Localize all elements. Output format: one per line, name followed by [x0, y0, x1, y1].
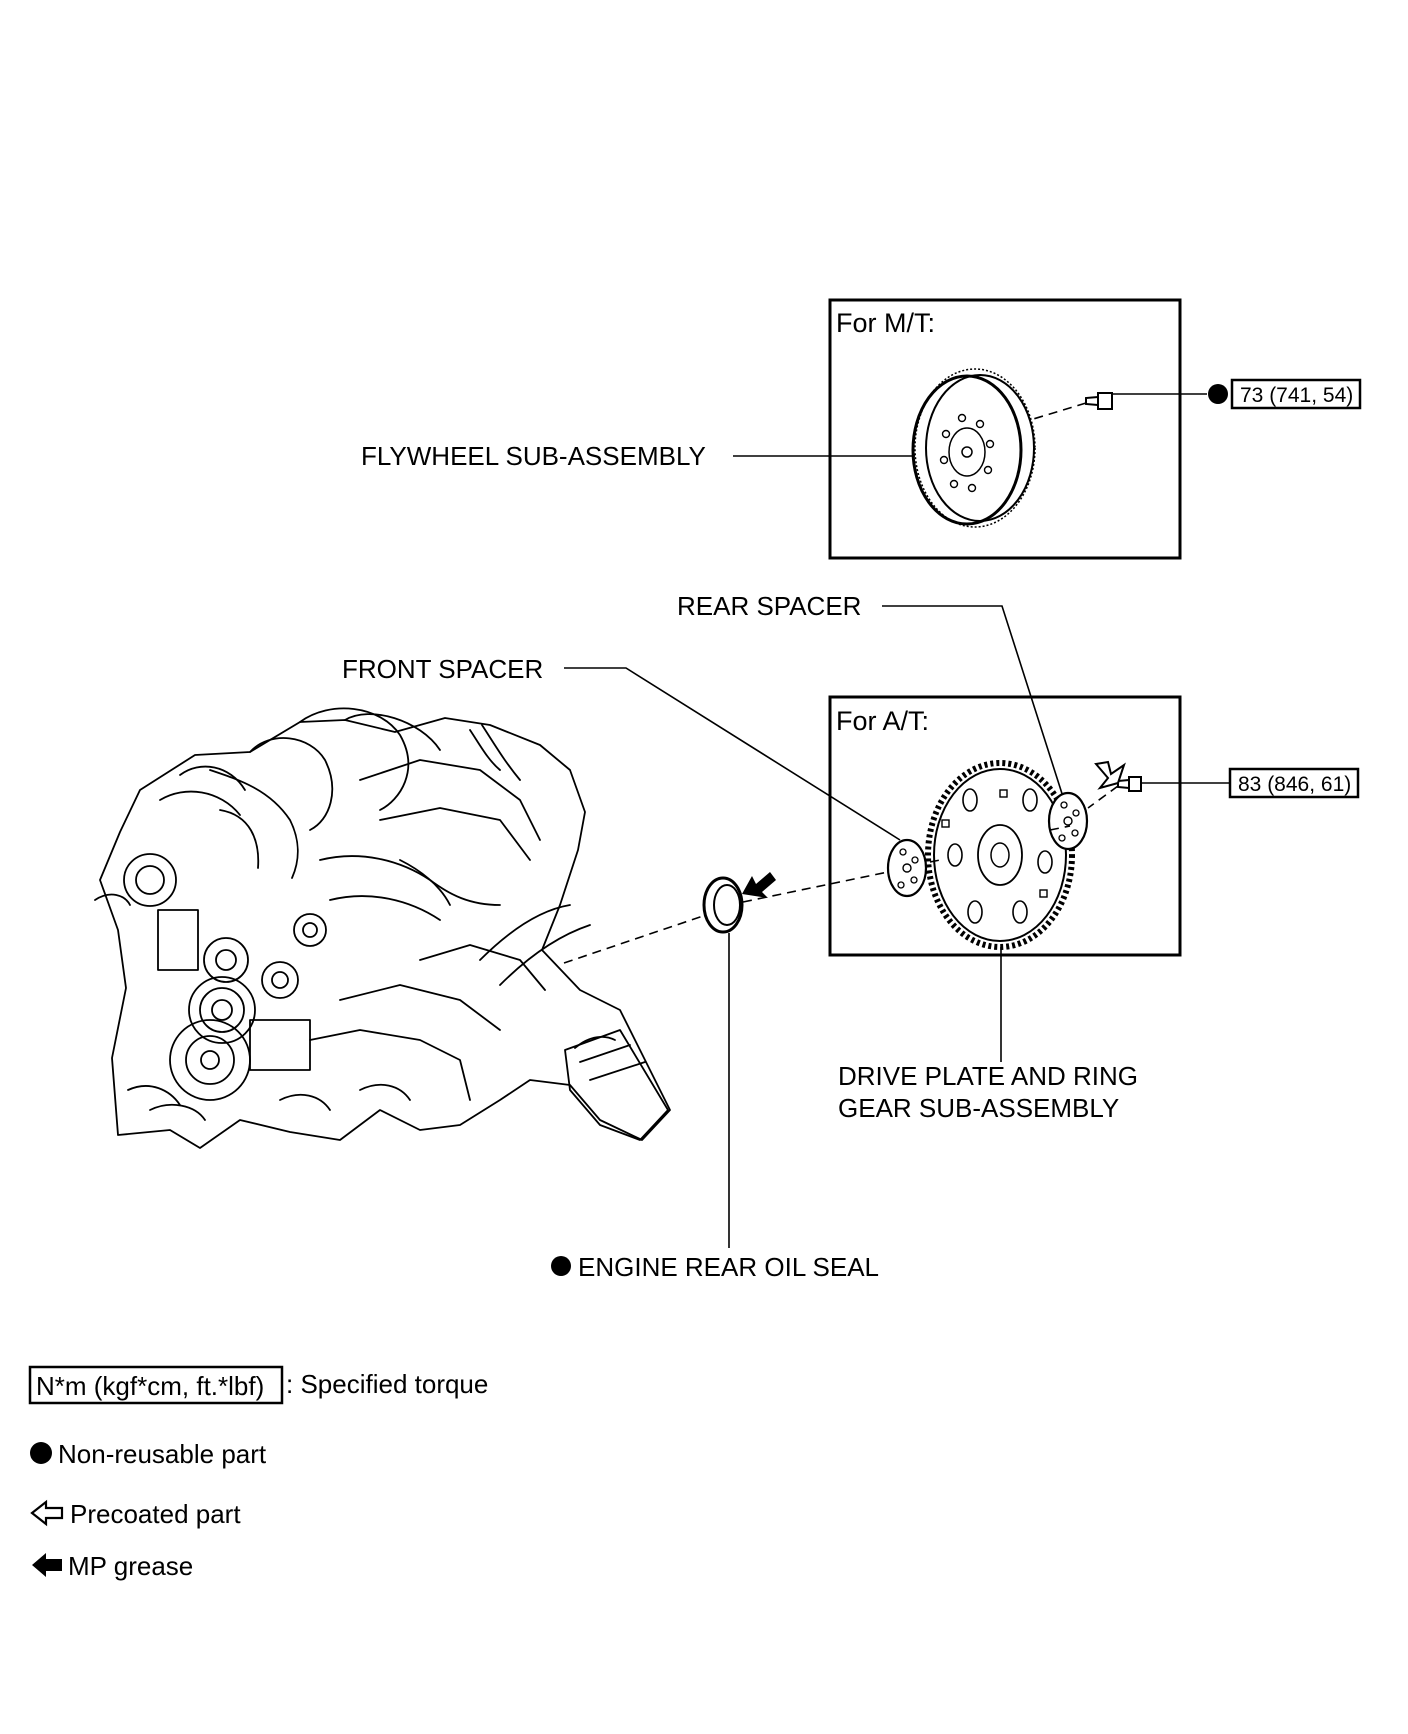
legend-torque-box — [28, 1365, 284, 1405]
legend-non-reusable: Non-reusable part — [58, 1439, 267, 1469]
label-drive-plate-line2: GEAR SUB-ASSEMBLY — [838, 1093, 1119, 1123]
rear-spacer — [1047, 791, 1089, 851]
legend-mp-grease: MP grease — [68, 1551, 193, 1581]
legend-torque-box-text: N*m (kgf*cm, ft.*lbf) — [36, 1371, 264, 1401]
solid-arrow-icon — [32, 1553, 62, 1577]
flywheel-sub-assembly — [911, 368, 1036, 528]
mp-grease-arrow-icon — [742, 872, 776, 898]
engine-illustration — [94, 707, 671, 1149]
non-reusable-bolt-icon — [1208, 384, 1228, 404]
legend-precoated: Precoated part — [70, 1499, 241, 1529]
filled-circle-icon — [30, 1442, 52, 1464]
mt-box: For M/T: — [828, 298, 1182, 560]
label-flywheel: FLYWHEEL SUB-ASSEMBLY — [361, 441, 706, 471]
drive-plate-ring-gear — [925, 760, 1075, 950]
non-reusable-seal-icon — [551, 1256, 571, 1276]
mt-box-title: For M/T: — [836, 308, 935, 338]
torque-flywheel: 73 (741, 54) — [1240, 384, 1353, 407]
label-drive-plate-line1: DRIVE PLATE AND RING — [838, 1061, 1138, 1091]
label-rear-spacer: REAR SPACER — [677, 591, 861, 621]
torque-box-drive-plate — [1228, 767, 1360, 799]
flywheel-bolt — [1085, 392, 1113, 410]
label-oil-seal: ENGINE REAR OIL SEAL — [578, 1252, 879, 1282]
engine-rear-oil-seal — [702, 876, 744, 934]
label-front-spacer: FRONT SPACER — [342, 654, 543, 684]
torque-drive-plate: 83 (846, 61) — [1238, 773, 1351, 796]
hollow-arrow-icon — [30, 1499, 64, 1527]
at-box-title: For A/T: — [836, 706, 929, 736]
drive-plate-bolt — [1117, 776, 1142, 792]
at-box: For A/T: — [828, 695, 1182, 957]
front-spacer — [886, 838, 928, 898]
legend: N*m (kgf*cm, ft.*lbf) : Specified torque… — [28, 1365, 488, 1581]
precoated-arrow-icon — [1094, 760, 1126, 790]
torque-box-flywheel — [1230, 378, 1362, 410]
legend-torque-desc: : Specified torque — [286, 1369, 488, 1399]
